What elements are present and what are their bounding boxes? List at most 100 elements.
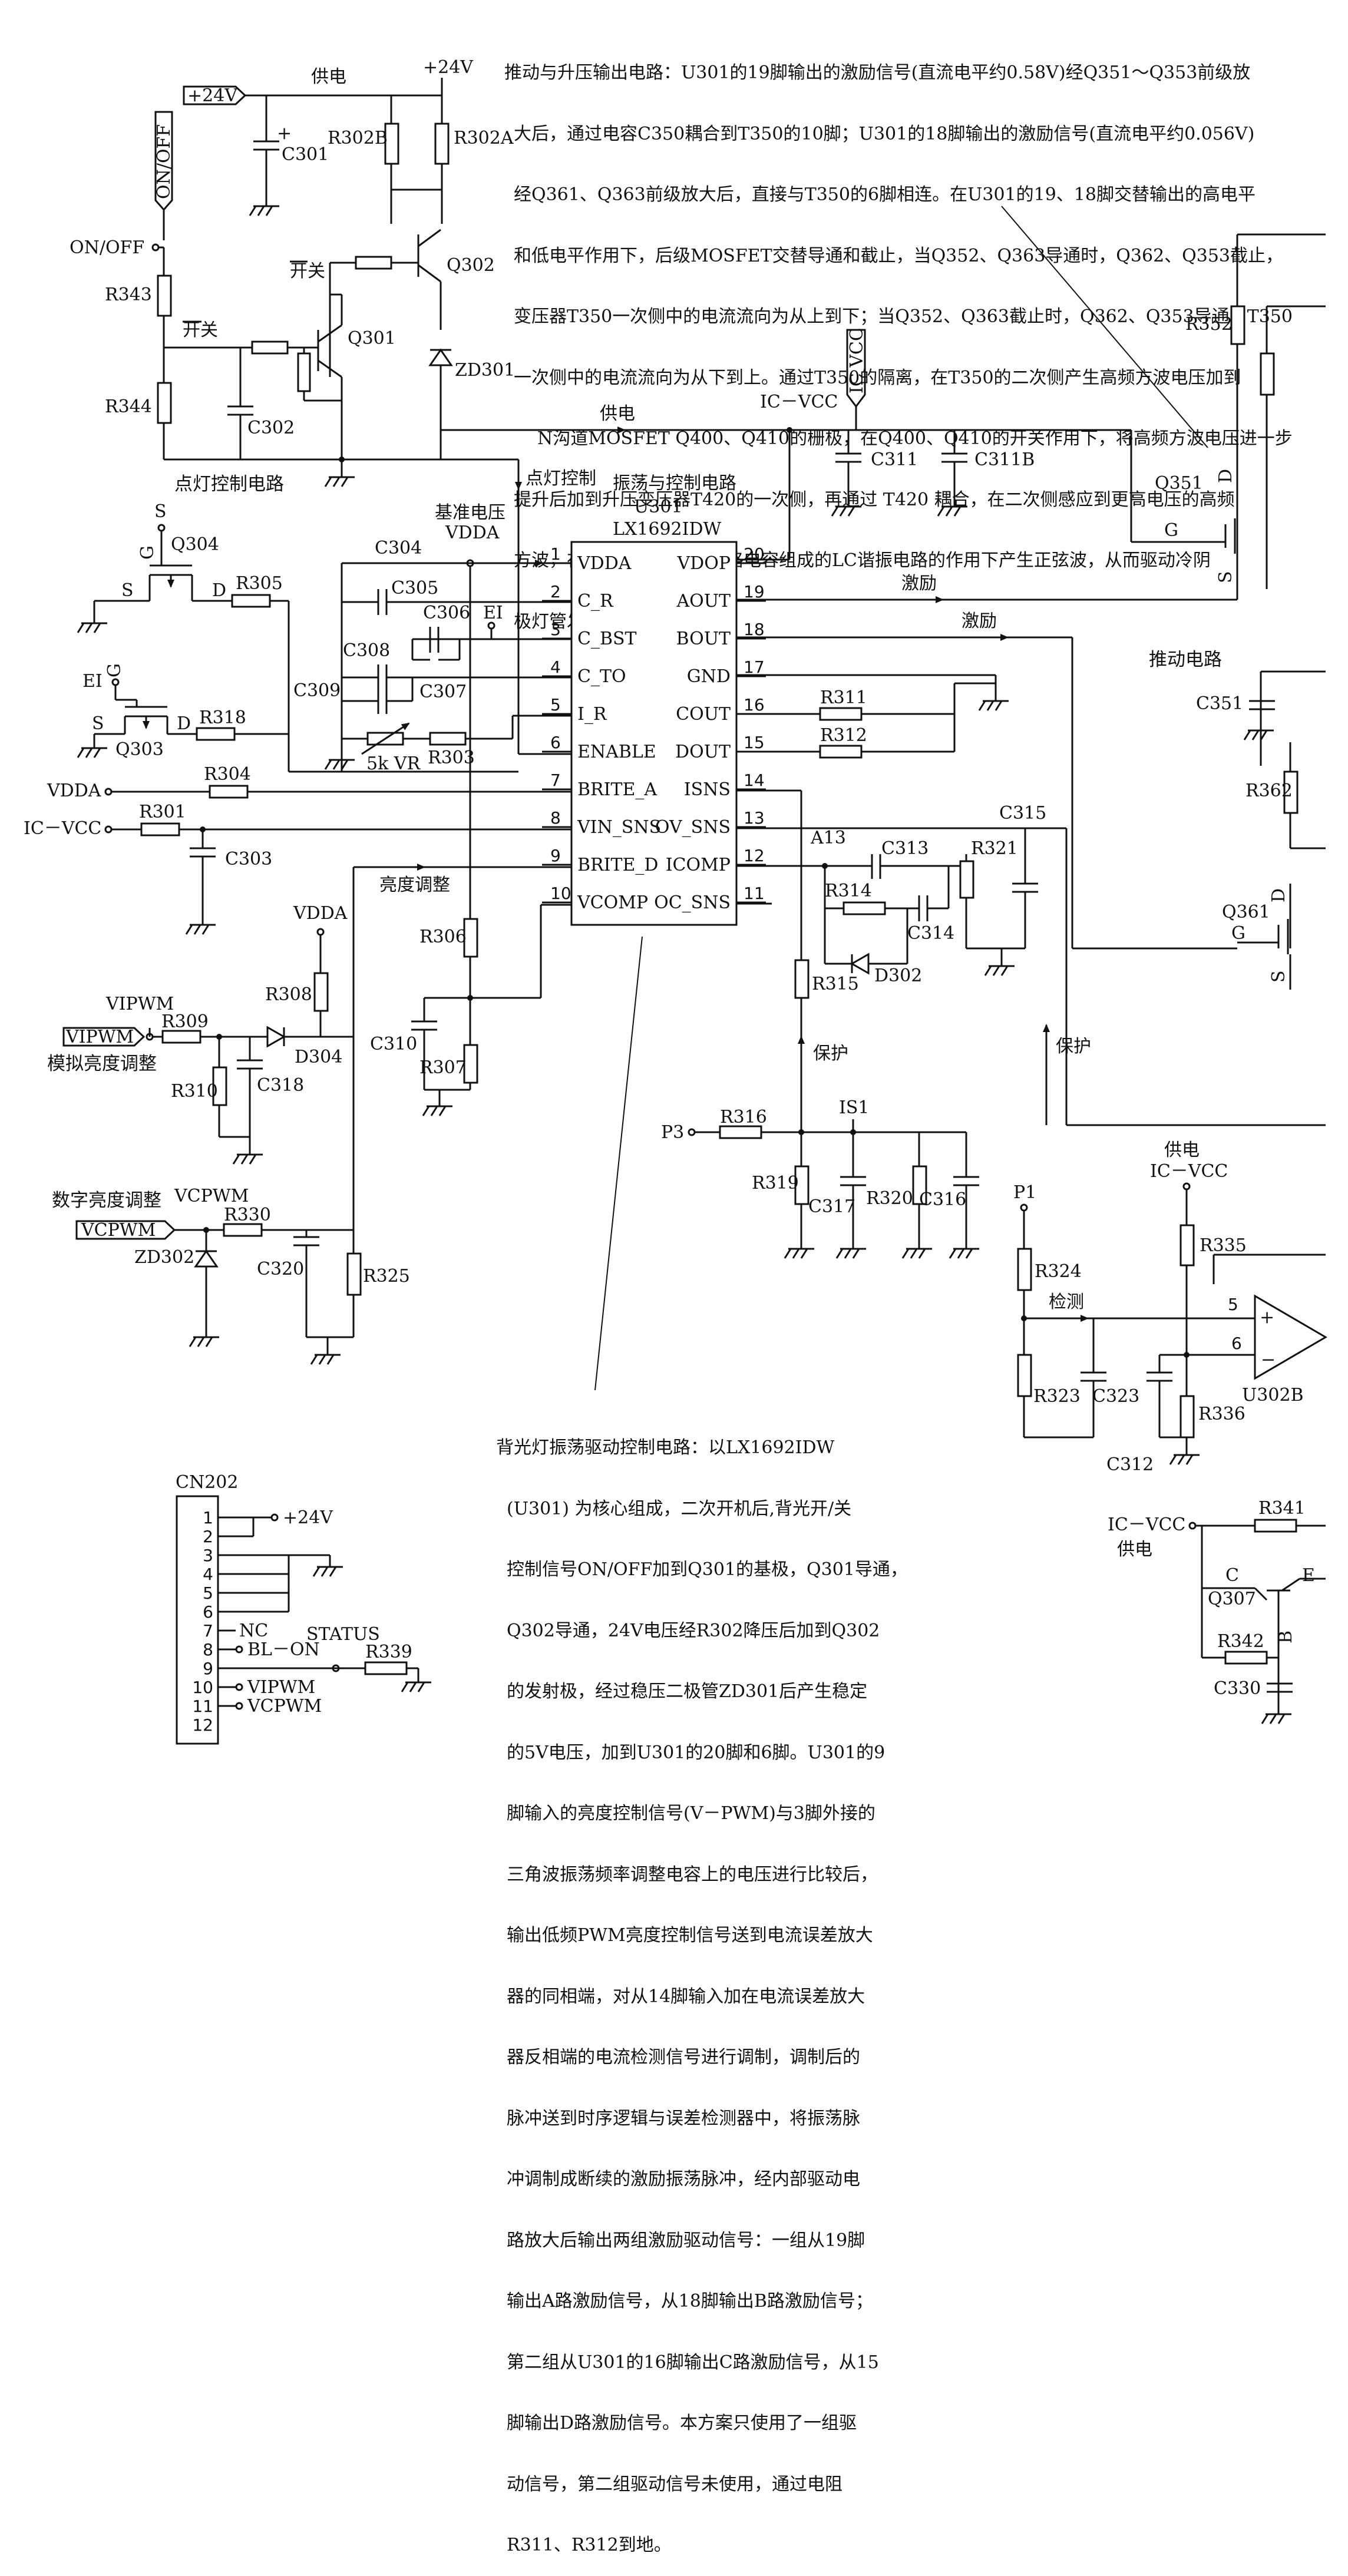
icvcc-mid-label: IC－VCC (760, 392, 838, 412)
bottom-line: 器反相端的电流检测信号进行调制，调制后的 (507, 2047, 860, 2068)
top-line: N沟道MOSFET Q400、Q410的栅极，在Q400、Q410的开关作用下，… (537, 428, 1293, 449)
r339-label: R339 (365, 1642, 412, 1662)
ref-voltage-label: 基准电压 (435, 502, 506, 523)
plus24v-label: +24V (423, 57, 474, 78)
r336-label: R336 (1198, 1404, 1245, 1424)
r312-label: R312 (820, 725, 867, 746)
v24-tag-shape (183, 85, 247, 105)
ic-pin-number: 7 (550, 771, 561, 790)
q304-label: Q304 (171, 534, 219, 555)
ic-pin-name: OC_SNS (654, 892, 731, 913)
svg-text:+: + (277, 123, 292, 144)
c315-label: C315 (999, 803, 1046, 824)
ic-pin-name: VDDA (577, 553, 632, 574)
ic-pin-number: 5 (550, 695, 561, 715)
bottom-line: 的5V电压，加到U301的20脚和6脚。U301的9 (507, 1742, 886, 1763)
protect1-label: 保护 (813, 1043, 848, 1064)
u302b-label: U302B (1242, 1385, 1304, 1406)
c307-label: C307 (419, 682, 467, 702)
r318-label: R318 (199, 707, 246, 728)
pin5-label: 5 (1228, 1295, 1238, 1314)
icvcc-q-label: IC－VCC (1108, 1514, 1185, 1535)
c313-label: C313 (881, 838, 929, 859)
schematic: +24V 供电 +24V C301 + R302B R302A Q302 (24, 57, 1327, 1745)
vipwm-label: VIPWM (105, 994, 174, 1014)
kaiguan-label-1: 开关 (290, 261, 325, 282)
ic-pin-number: 13 (744, 808, 765, 828)
cn-vcpwm-label: VCPWM (247, 1696, 322, 1717)
c314-label: C314 (907, 923, 954, 944)
r303-label: R303 (428, 748, 475, 768)
oscillator-components: 基准电压 VDDA C304 C305 C306 EI C308 C307 C3… (24, 501, 571, 1365)
dd2-label: D (1268, 888, 1289, 902)
ic-pin-name: BRITE_D (577, 855, 658, 875)
r324-label: R324 (1035, 1261, 1082, 1282)
d2-label: D (177, 713, 191, 734)
cn202-label: CN202 (176, 1472, 238, 1493)
r316-label: R316 (720, 1107, 767, 1127)
top-line: 经Q361、Q363前级放大后，直接与T350的6脚相连。在U301的19、18… (514, 184, 1256, 205)
ic-ref: U301 (634, 497, 683, 517)
connector-pin-number: 10 (192, 1678, 213, 1697)
p1-label: P1 (1013, 1182, 1036, 1203)
cn202-body (176, 1495, 219, 1745)
ic-part: LX1692IDW (613, 519, 722, 540)
bottom-line: 器的同相端，对从14脚输入加在电流误差放大 (507, 1986, 865, 2007)
connector-pin-number: 9 (203, 1659, 213, 1678)
ic-supply: 供电 IC－VCC IC VCC C311 C311B (441, 328, 1131, 561)
r343-resistor (157, 275, 172, 317)
r311-label: R311 (820, 687, 867, 708)
ei1-label: EI (483, 603, 503, 623)
ic-pin-name: ENABLE (577, 742, 656, 762)
r330-label: R330 (224, 1205, 271, 1225)
g1-label: G (137, 545, 158, 560)
a13-label: A13 (810, 828, 846, 848)
ic-pin-name: BRITE_A (577, 779, 657, 800)
is1-label: IS1 (839, 1097, 870, 1118)
supply-q-label: 供电 (1117, 1539, 1152, 1560)
ss2-label: S (1268, 970, 1289, 983)
v24-tag: +24V (187, 85, 238, 106)
ic-pin-name: I_R (577, 704, 607, 725)
ic-pin-name: C_BST (577, 629, 637, 649)
vdda-top-label: VDDA (445, 523, 500, 543)
q307-label: Q307 (1208, 1589, 1256, 1609)
c316-label: C316 (919, 1189, 966, 1210)
c301-label: C301 (282, 144, 329, 165)
s1-label: S (154, 501, 167, 522)
icvcc-low-label: IC－VCC (1150, 1161, 1228, 1182)
vcpwm-label: VCPWM (174, 1186, 249, 1206)
vipwm-tag: VIPWM (65, 1027, 134, 1047)
ic-pin-number: 18 (744, 620, 765, 639)
c303-label: C303 (225, 849, 272, 869)
top-line: 一次侧中的电流流向为从下到上。通过T350的隔离，在T350的二次侧产生高频方波… (514, 367, 1241, 388)
ic-pin-name: VIN_SNS (577, 817, 661, 838)
supply-mid-label: 供电 (600, 404, 635, 424)
excite1-label: 激励 (901, 573, 937, 594)
ic-pin-number: 4 (550, 657, 561, 677)
vipwm-tag-shape (62, 1027, 146, 1047)
r305-label: R305 (236, 573, 283, 594)
q303-label: Q303 (115, 739, 164, 760)
light-ctrl-label: 点灯控制电路 (174, 474, 284, 495)
q302-label: Q302 (447, 255, 495, 276)
plus-sign: + (1260, 1307, 1274, 1328)
ic-pin-name: VDOP (677, 553, 731, 574)
bottom-line: R311、R312到地。 (507, 2535, 672, 2555)
cn-blon-label: BL－ON (247, 1639, 320, 1660)
bottom-line: 的发射极，经过稳压二极管ZD301后产生稳定 (507, 1681, 868, 1702)
zd301-label: ZD301 (455, 360, 515, 381)
e-pin-label: E (1302, 1565, 1315, 1586)
status-label: STATUS (306, 1624, 380, 1645)
r323-label: R323 (1033, 1386, 1081, 1407)
bottom-line: 输出低频PWM亮度控制信号送到电流误差放大 (507, 1925, 873, 1946)
c311b-label: C311B (974, 449, 1035, 470)
bottom-line: (U301) 为核心组成，二次开机后,背光开/关 (507, 1498, 852, 1519)
bottom-line: 脚输出D路激励信号。本方案只使用了一组驱 (507, 2413, 857, 2433)
ic-pin-name: AOUT (676, 591, 731, 611)
detect-label: 检测 (1049, 1292, 1084, 1312)
light-ctrl-arrow-label: 点灯控制 (526, 468, 596, 489)
vr-label: 5k VR (366, 753, 421, 774)
ic-pin-number: 19 (744, 582, 765, 601)
connector-pin-number: 6 (203, 1602, 213, 1622)
